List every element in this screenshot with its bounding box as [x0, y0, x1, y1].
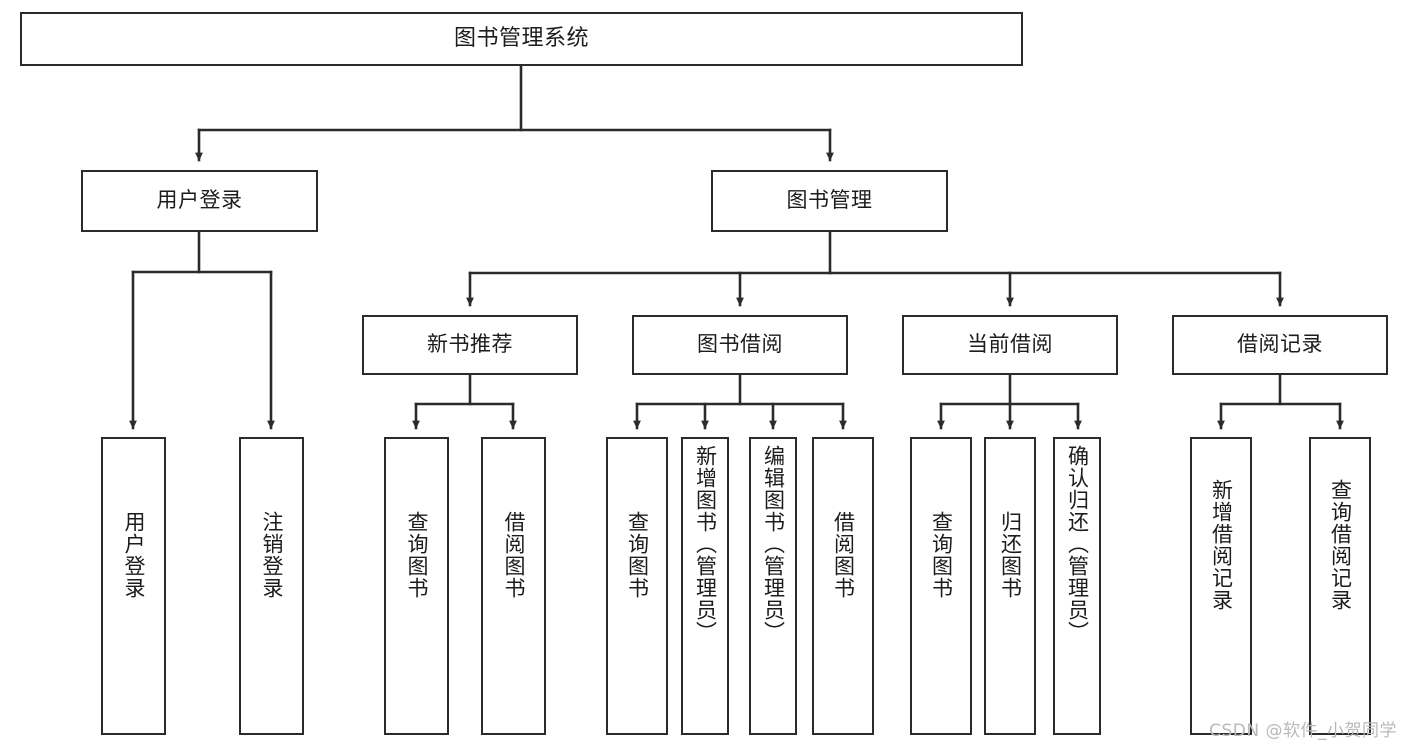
- node-label: 用户登录: [156, 188, 243, 213]
- node-book-manage[interactable]: 图书管理: [711, 170, 948, 232]
- node-label: 注销登录: [259, 511, 284, 599]
- node-label: 查询借阅记录: [1328, 479, 1353, 611]
- node-leaf-add-borrow-record[interactable]: 新增借阅记录: [1190, 437, 1252, 735]
- node-leaf-query-book-borrow[interactable]: 查询图书: [606, 437, 668, 735]
- node-leaf-borrow-book[interactable]: 借阅图书: [812, 437, 874, 735]
- node-leaf-borrow-book-recommend[interactable]: 借阅图书: [481, 437, 546, 735]
- node-new-book-recommend[interactable]: 新书推荐: [362, 315, 578, 375]
- node-label: 查询图书: [625, 511, 650, 599]
- node-leaf-query-book-recommend[interactable]: 查询图书: [384, 437, 449, 735]
- node-label: 新书推荐: [427, 332, 513, 357]
- node-leaf-logout[interactable]: 注销登录: [239, 437, 304, 735]
- node-root-book-management-system[interactable]: 图书管理系统: [20, 12, 1023, 66]
- node-leaf-add-book[interactable]: 新增图书（管理员）: [681, 437, 729, 735]
- node-borrow-record[interactable]: 借阅记录: [1172, 315, 1388, 375]
- watermark-text: CSDN @软件_小贺同学: [1209, 721, 1397, 741]
- node-leaf-query-book-current[interactable]: 查询图书: [910, 437, 972, 735]
- node-label: 图书管理系统: [453, 25, 589, 51]
- node-label: 查询图书: [404, 511, 429, 599]
- node-leaf-edit-book[interactable]: 编辑图书（管理员）: [749, 437, 797, 735]
- node-label: 图书借阅: [697, 332, 783, 357]
- node-leaf-return-book[interactable]: 归还图书: [984, 437, 1036, 735]
- node-label: 新增图书（管理员）: [693, 445, 718, 643]
- node-label: 查询图书: [929, 511, 954, 599]
- node-leaf-confirm-return[interactable]: 确认归还（管理员）: [1053, 437, 1101, 735]
- node-book-borrow[interactable]: 图书借阅: [632, 315, 848, 375]
- node-label: 编辑图书（管理员）: [761, 445, 786, 643]
- node-label: 借阅图书: [501, 511, 526, 599]
- node-user-login[interactable]: 用户登录: [81, 170, 318, 232]
- node-label: 当前借阅: [967, 332, 1053, 357]
- node-label: 用户登录: [121, 511, 146, 599]
- node-label: 借阅记录: [1237, 332, 1323, 357]
- node-leaf-user-login[interactable]: 用户登录: [101, 437, 166, 735]
- node-label: 新增借阅记录: [1209, 479, 1234, 611]
- node-leaf-query-borrow-record[interactable]: 查询借阅记录: [1309, 437, 1371, 735]
- node-label: 借阅图书: [831, 511, 856, 599]
- node-label: 图书管理: [786, 188, 873, 213]
- node-label: 确认归还（管理员）: [1065, 445, 1090, 643]
- node-current-borrow[interactable]: 当前借阅: [902, 315, 1118, 375]
- node-label: 归还图书: [998, 511, 1023, 599]
